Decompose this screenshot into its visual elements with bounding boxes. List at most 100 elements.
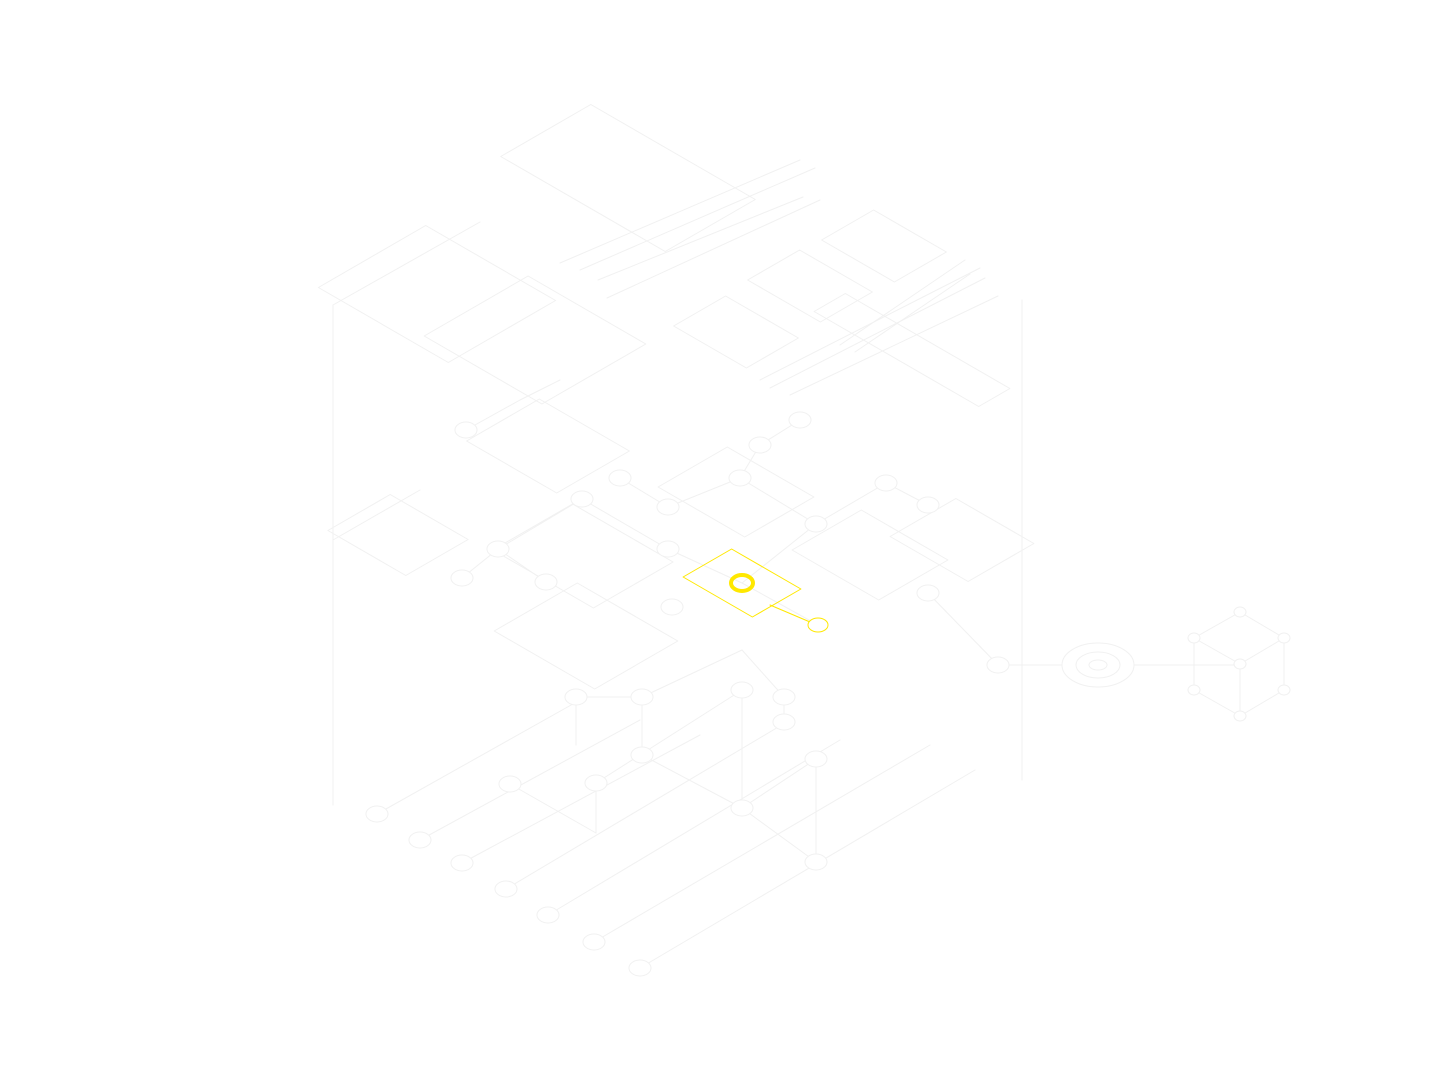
node-21	[772, 713, 796, 731]
link-20	[641, 649, 743, 698]
frame-group	[332, 221, 1023, 806]
right-long-tile	[813, 293, 1011, 407]
link-5	[739, 477, 817, 525]
node-18	[564, 688, 588, 706]
node-28	[804, 853, 828, 871]
node-25	[630, 746, 654, 764]
node-12	[486, 540, 510, 558]
concentric-ring-inner	[1088, 659, 1108, 671]
center-small-tile-1	[673, 295, 799, 369]
node-31	[450, 854, 474, 872]
node-8	[874, 474, 898, 492]
link-4	[667, 477, 741, 508]
cube-node-2	[1277, 632, 1291, 644]
bars-group	[376, 159, 999, 969]
node-19	[630, 688, 654, 706]
node-14	[534, 573, 558, 591]
links-group	[461, 379, 1023, 863]
link-29	[741, 807, 817, 863]
node-4	[728, 469, 752, 487]
lane-line-6	[593, 744, 931, 943]
node-9	[916, 496, 940, 514]
cube-node-1	[1233, 606, 1247, 618]
link-27	[509, 783, 597, 834]
center-small-tile-2	[747, 249, 873, 323]
text-bar-9	[854, 273, 971, 353]
text-bar-7	[789, 295, 999, 396]
lane-line-5	[547, 739, 841, 916]
node-6	[788, 411, 812, 429]
highlight-group	[682, 548, 829, 633]
wireframe-cube-sides	[1193, 637, 1285, 717]
lane-line-7	[639, 769, 976, 969]
highlight-tile	[682, 548, 802, 618]
link-30	[741, 758, 817, 809]
node-17	[986, 656, 1010, 674]
tiles-group	[317, 104, 1035, 690]
node-34	[582, 933, 606, 951]
cube-node-3	[1233, 658, 1247, 670]
node-35	[628, 959, 652, 977]
cube-node-7	[1277, 684, 1291, 696]
cube-node-6	[1233, 710, 1247, 722]
text-bar-4	[606, 199, 821, 299]
node-10	[570, 490, 594, 508]
node-16	[916, 584, 940, 602]
wireframe-cube-icon	[1193, 611, 1285, 665]
node-27	[804, 750, 828, 768]
node-26	[730, 799, 754, 817]
node-29	[365, 805, 389, 823]
node-1	[454, 421, 478, 439]
node-30	[408, 831, 432, 849]
link-28	[641, 754, 743, 809]
link-2	[519, 379, 561, 401]
node-24	[584, 774, 608, 792]
node-23	[498, 775, 522, 793]
nodes-group	[365, 411, 1010, 977]
node-2	[608, 469, 632, 487]
external-group	[1021, 606, 1291, 722]
link-11	[667, 548, 743, 584]
node-33	[536, 906, 560, 924]
node-13	[450, 569, 474, 587]
concentric-ring-mid	[1075, 651, 1121, 679]
target-ring-icon	[729, 573, 755, 593]
link-12	[497, 498, 583, 550]
text-bar-2	[579, 167, 816, 271]
left-side-tile	[327, 494, 469, 576]
center-upper-tile	[657, 446, 815, 538]
highlight-link	[769, 604, 811, 623]
text-bar-8	[839, 259, 966, 346]
cube-node-5	[1187, 684, 1201, 696]
right-side-tile	[889, 498, 1035, 582]
node-15	[660, 598, 684, 616]
link-21	[741, 649, 785, 698]
center-small-tile-3	[821, 209, 947, 283]
text-bar-6	[769, 277, 986, 389]
link-17	[927, 592, 999, 666]
cube-node-4	[1187, 632, 1201, 644]
node-11	[656, 540, 680, 558]
frame-mid-left-edge	[332, 489, 421, 541]
link-31	[595, 689, 743, 784]
node-20	[772, 688, 796, 706]
left-top-tile	[317, 225, 557, 363]
node-22	[730, 681, 754, 699]
frame-top-left-edge	[332, 221, 481, 306]
top-wide-tile	[500, 104, 756, 252]
link-10	[581, 498, 669, 550]
center-left-tile	[492, 503, 674, 609]
bottom-left-tile	[493, 582, 679, 690]
highlight-node	[807, 617, 829, 633]
concentric-rings-icon	[1061, 642, 1135, 688]
link-6	[815, 482, 887, 525]
left-mid-tile	[423, 275, 647, 405]
center-right-tile	[791, 509, 949, 601]
lane-line-4	[505, 719, 791, 890]
left-low-tile	[466, 398, 630, 494]
text-bar-1	[559, 159, 801, 264]
node-32	[494, 880, 518, 898]
text-bar-3	[597, 196, 804, 281]
